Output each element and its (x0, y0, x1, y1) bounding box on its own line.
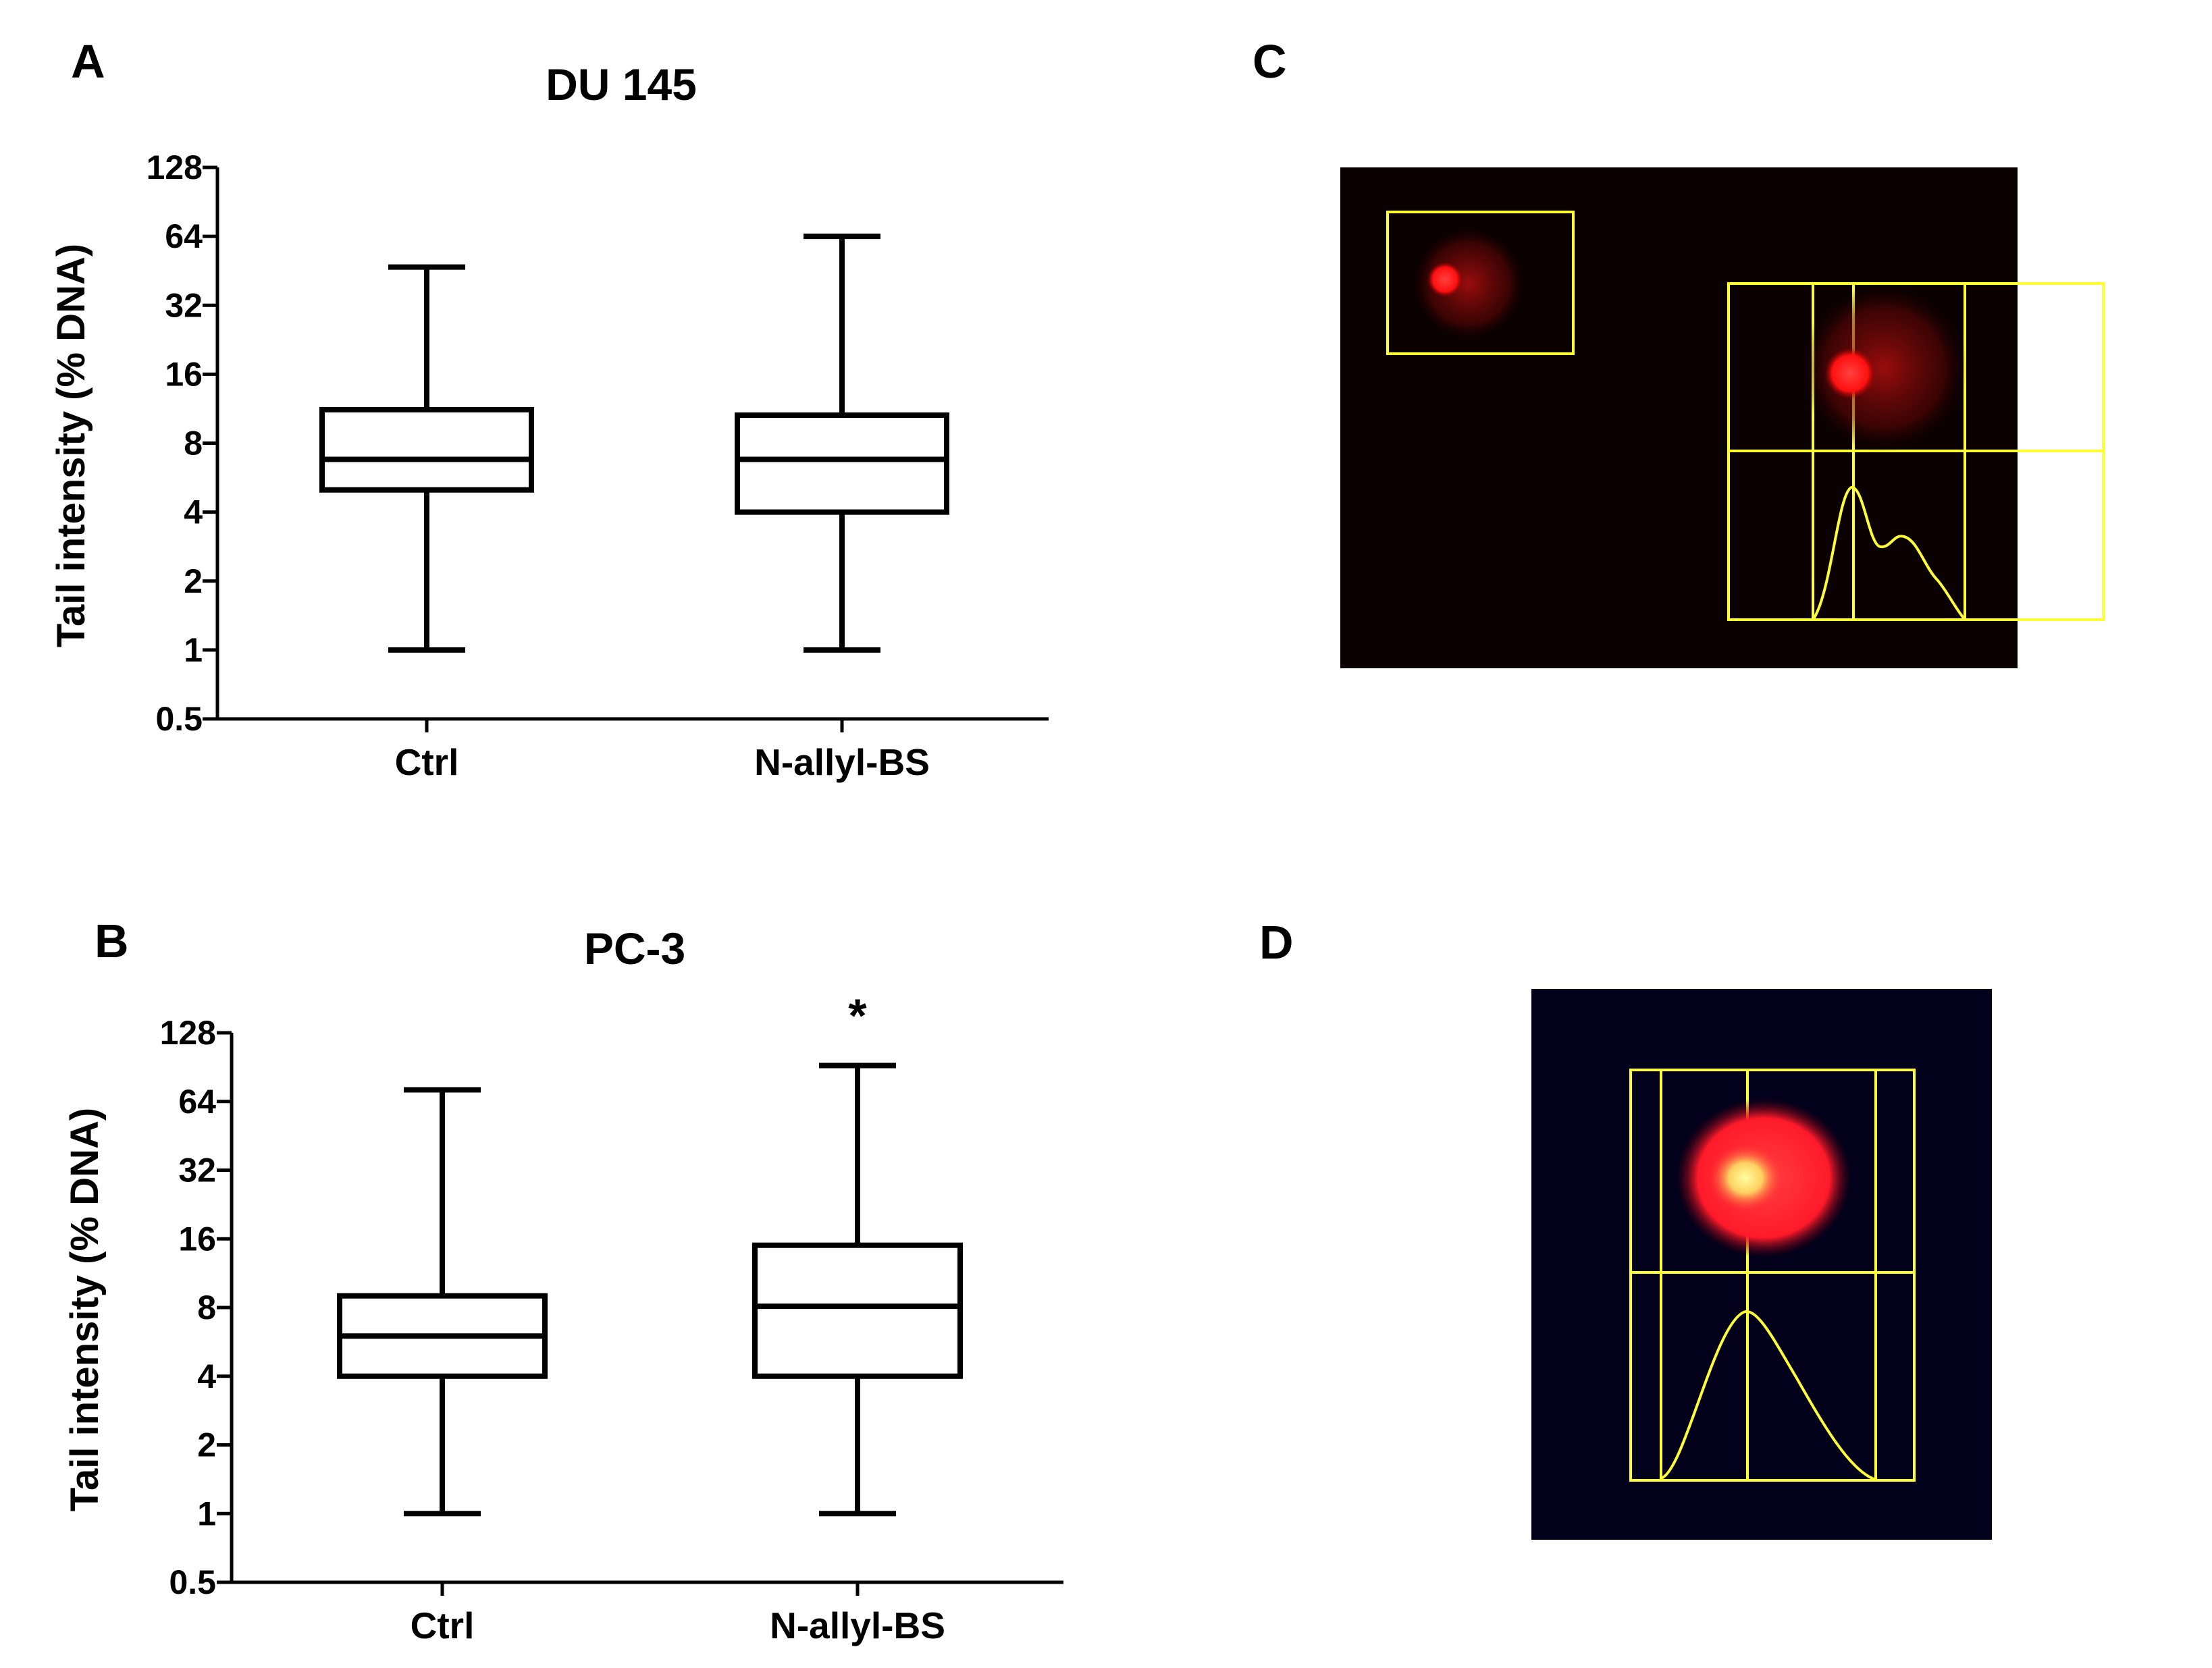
iqr-box (735, 412, 949, 515)
y-tick-label: 64 (165, 217, 203, 255)
chart-title: PC-3 (584, 923, 685, 973)
y-axis-label: Tail intensity (% DNA) (49, 244, 93, 647)
box-plots (319, 234, 949, 653)
y-tick-label: 0.5 (169, 1563, 216, 1601)
panel-label-d: D (1259, 916, 1294, 969)
box-n-allyl-bs (735, 234, 949, 653)
comet-head (1824, 348, 1876, 399)
y-tick-label: 4 (184, 493, 203, 531)
y-tick-label: 2 (184, 562, 203, 600)
chart-du145: DU 145 Tail intensity (% DNA) 0.5 1 2 4 8 16 3… (49, 59, 1049, 783)
chart-title: DU 145 (546, 59, 697, 109)
y-tick-label: 16 (165, 355, 203, 393)
y-tick-label: 2 (197, 1426, 216, 1464)
iqr-box (752, 1242, 963, 1379)
x-category-label: N-allyl-BS (754, 741, 930, 783)
box-n-allyl-bs (752, 1062, 963, 1517)
y-tick-label: 8 (184, 425, 203, 462)
y-tick-label: 4 (197, 1357, 216, 1395)
x-category-label: Ctrl (411, 1605, 475, 1646)
intensity-profile (1660, 1310, 1876, 1481)
x-category-label: N-allyl-BS (770, 1605, 945, 1646)
x-ticks: Ctrl N-allyl-BS (411, 1582, 945, 1646)
comet-tail (1799, 284, 1968, 452)
y-tick-label: 1 (184, 631, 203, 669)
comet-halo (1411, 226, 1526, 341)
x-ticks: Ctrl N-allyl-BS (395, 719, 930, 783)
y-ticks: 0.5 1 2 4 8 16 32 64 128 (160, 1014, 232, 1601)
intensity-profile (1812, 486, 1966, 621)
y-tick-label: 1 (197, 1495, 216, 1532)
y-tick-label: 8 (197, 1289, 216, 1326)
annotations: * (848, 989, 867, 1042)
box-plots (337, 1062, 963, 1517)
box-ctrl (319, 264, 534, 653)
box-ctrl (337, 1087, 548, 1517)
iqr-box (319, 406, 534, 493)
image-background (1531, 989, 1992, 1540)
y-tick-label: 128 (147, 149, 203, 186)
y-tick-label: 16 (178, 1220, 216, 1258)
reference-frame (1386, 211, 1575, 355)
y-tick-label: 32 (165, 286, 203, 324)
chart-pc3: PC-3 Tail intensity (% DNA) 0.5 1 2 4 8 16 32 6… (63, 923, 1063, 1646)
comet-head (1708, 1144, 1783, 1212)
panel-label-c: C (1253, 35, 1287, 88)
comet-head (1427, 262, 1463, 297)
x-category-label: Ctrl (395, 741, 459, 783)
y-axis-label: Tail intensity (% DNA) (63, 1108, 107, 1511)
y-tick-label: 64 (178, 1083, 216, 1121)
panel-label-b: B (95, 915, 129, 967)
y-ticks: 0.5 1 2 4 8 16 32 64 128 (147, 149, 217, 738)
significance-marker: * (848, 989, 867, 1042)
analysis-frame (1629, 1069, 1916, 1482)
y-tick-label: 0.5 (155, 700, 203, 738)
comet-image-d (1531, 989, 1992, 1540)
panel-label-a: A (71, 35, 105, 88)
comet-image-c (1340, 167, 2105, 668)
y-tick-label: 32 (178, 1152, 216, 1189)
y-tick-label: 128 (160, 1014, 216, 1052)
